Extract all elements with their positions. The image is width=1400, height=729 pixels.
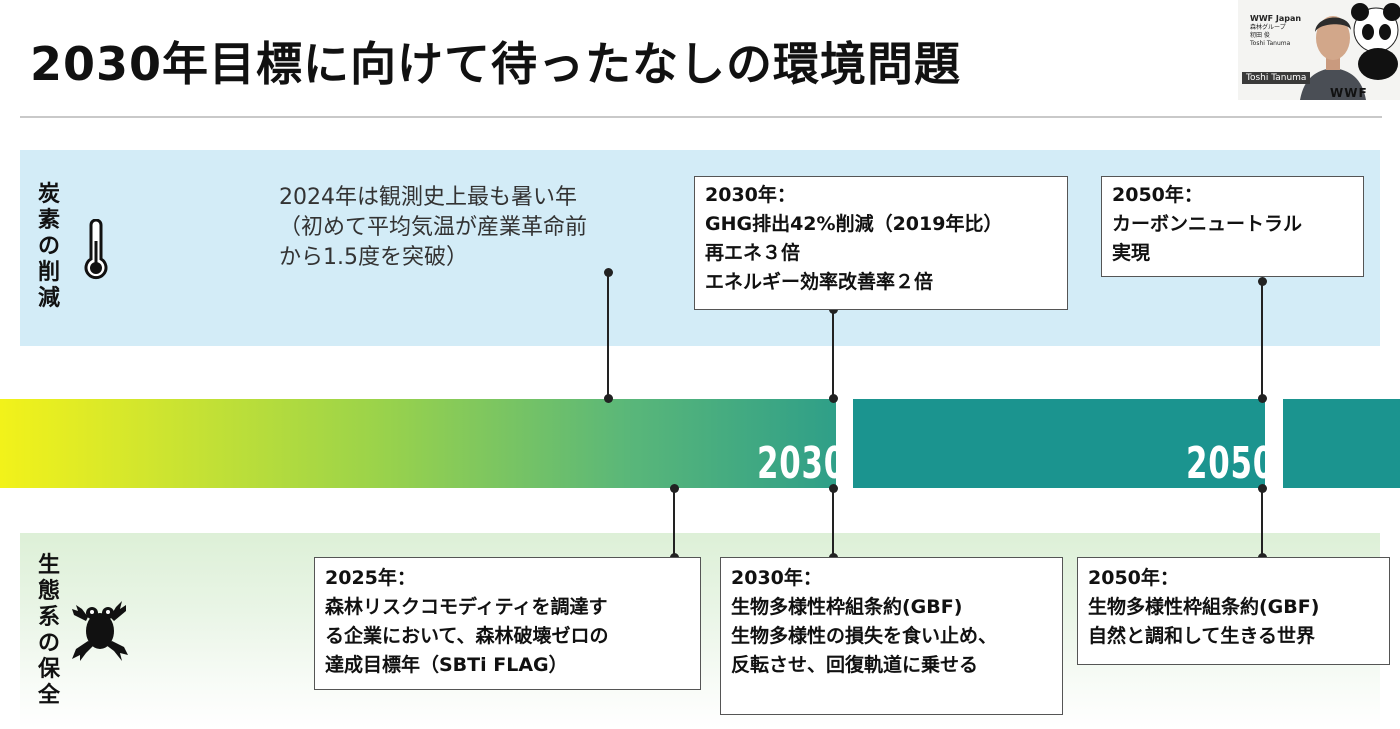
connector-dot [828,393,838,403]
connector-line [673,488,675,557]
timeline-year-2030: 2030 [757,438,847,489]
box-line: 森林リスクコモディティを調達す [325,596,608,618]
connector-line [1261,488,1263,557]
presenter-affiliation: WWF Japan 森林グループ 籾田 俊 Toshi Tanuma [1250,14,1301,48]
label-char: の [37,234,60,259]
biodiversity-category-label: 生 態 系 の 保 全 [36,553,62,709]
timeline-year-2050: 2050 [1186,438,1276,489]
presenter-name-tag: Toshi Tanuma [1242,72,1311,84]
timeline-bar-after-2050 [1283,399,1400,488]
timeline-bar-present [0,399,836,488]
box-heading: 2030年： [705,184,796,206]
box-line: 再エネ３倍 [705,242,801,264]
slide-title: 2030年目標に向けて待ったなしの環境問題 [30,37,962,91]
box-line: る企業において、森林破壊ゼロの [325,625,609,647]
label-char: 保 [37,657,60,682]
box-heading: 2050年： [1112,184,1203,206]
connector-dot [603,267,613,277]
connector-dot [603,393,613,403]
box-heading: 2030年： [731,567,822,589]
label-char: 素 [37,208,60,233]
box-line: 自然と調和して生きる世界 [1088,625,1316,647]
box-line: 実現 [1112,242,1151,264]
biodiversity-2030-box: 2030年： 生物多様性枠組条約(GBF) 生物多様性の損失を食い止め、 反転さ… [720,557,1063,715]
presenter-name-en: Toshi Tanuma [1250,40,1291,47]
box-line: カーボンニュートラル [1112,213,1303,235]
label-char: 削 [37,260,60,285]
box-line: 生物多様性枠組条約(GBF) [731,596,963,618]
timeline-bar-2030-2050 [853,399,1265,488]
biodiversity-2025-box: 2025年： 森林リスクコモディティを調達す る企業において、森林破壊ゼロの 達… [314,557,701,690]
connector-line [832,309,834,398]
box-heading: 2050年： [1088,567,1179,589]
dept-name: 森林グループ [1250,24,1286,31]
note-line: （初めて平均気温が産業革命前 [279,215,588,240]
carbon-2030-box: 2030年： GHG排出42%削減（2019年比） 再エネ３倍 エネルギー効率改… [694,176,1068,310]
connector-dot [1257,276,1267,286]
connector-dot [669,483,679,493]
label-char: 生 [37,553,60,578]
label-char: 態 [37,579,60,604]
panda-icon [1351,3,1400,80]
box-line: GHG排出42%削減（2019年比） [705,213,1003,235]
connector-dot [828,483,838,493]
carbon-category-label: 炭 素 の 削 減 [36,182,62,312]
connector-dot [1257,393,1267,403]
box-line: 生物多様性の損失を食い止め、 [731,625,998,647]
box-line: 生物多様性枠組条約(GBF) [1088,596,1320,618]
title-divider [20,116,1382,118]
org-name: WWF Japan [1250,14,1302,23]
connector-dot [1257,483,1267,493]
wwf-logo: WWF [1330,86,1368,100]
thermometer-icon [84,219,108,280]
presenter-name-jp: 籾田 俊 [1250,32,1270,39]
label-char: 系 [37,605,60,630]
note-line: から1.5度を突破） [279,245,468,270]
label-char: の [37,631,60,656]
box-line: 達成目標年（SBTi FLAG） [325,654,568,676]
carbon-2050-box: 2050年： カーボンニュートラル 実現 [1101,176,1364,277]
box-line: エネルギー効率改善率２倍 [705,271,934,293]
label-char: 減 [37,286,60,311]
connector-line [1261,281,1263,398]
connector-line [832,488,834,557]
note-2024-hottest-year: 2024年は観測史上最も暑い年 （初めて平均気温が産業革命前 から1.5度を突破… [279,183,587,273]
label-char: 炭 [37,182,60,207]
box-heading: 2025年： [325,567,416,589]
presenter-webcam: WWF Japan 森林グループ 籾田 俊 Toshi Tanuma Toshi… [1238,0,1400,100]
label-char: 全 [37,683,60,708]
connector-line [607,272,609,398]
note-line: 2024年は観測史上最も暑い年 [279,185,577,210]
box-line: 反転させ、回復軌道に乗せる [731,654,979,676]
biodiversity-2050-box: 2050年： 生物多様性枠組条約(GBF) 自然と調和して生きる世界 [1077,557,1390,665]
frog-icon [72,601,128,661]
